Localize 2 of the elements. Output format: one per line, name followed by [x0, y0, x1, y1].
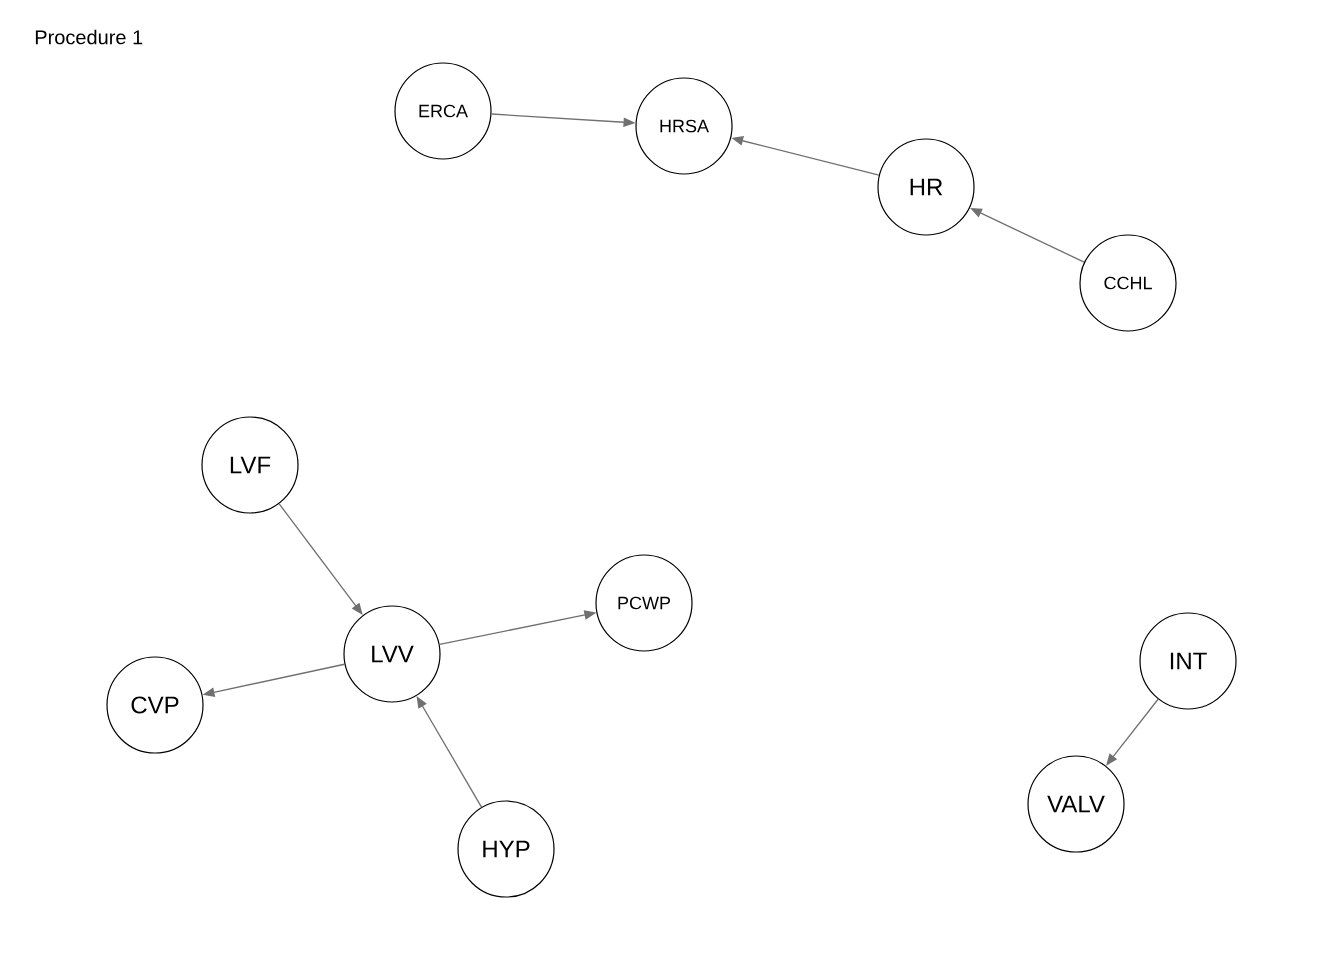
- arrow: [416, 696, 483, 808]
- title: Procedure 1: [35, 29, 143, 45]
